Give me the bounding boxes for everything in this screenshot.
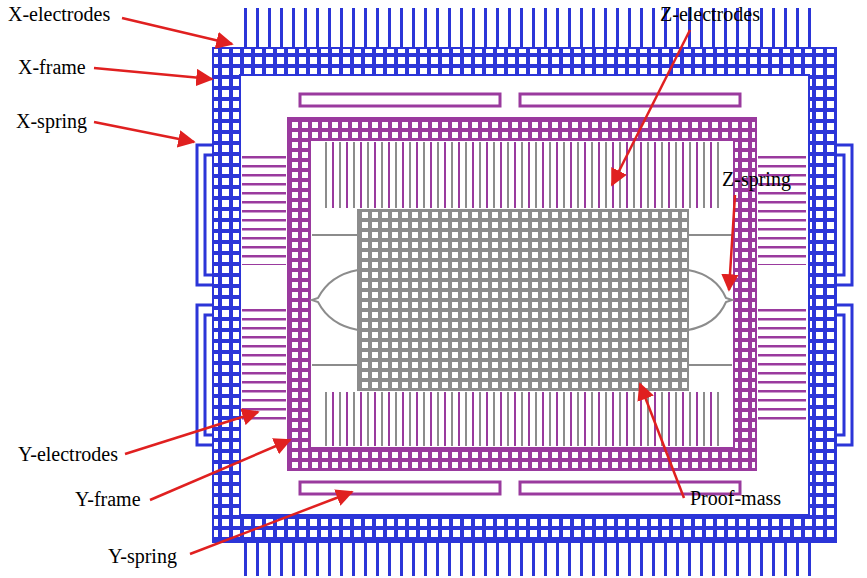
part-label: Y-spring	[108, 545, 177, 568]
part-label: Y-electrodes	[18, 443, 118, 466]
part-label: Z-electrodes	[660, 3, 760, 26]
part-label: Y-frame	[75, 488, 141, 511]
part-label: X-electrodes	[8, 3, 110, 26]
part-label: X-frame	[18, 56, 86, 79]
part-label: Z-spring	[722, 168, 791, 191]
part-label: X-spring	[16, 110, 87, 133]
part-label: Proof-mass	[690, 487, 781, 510]
